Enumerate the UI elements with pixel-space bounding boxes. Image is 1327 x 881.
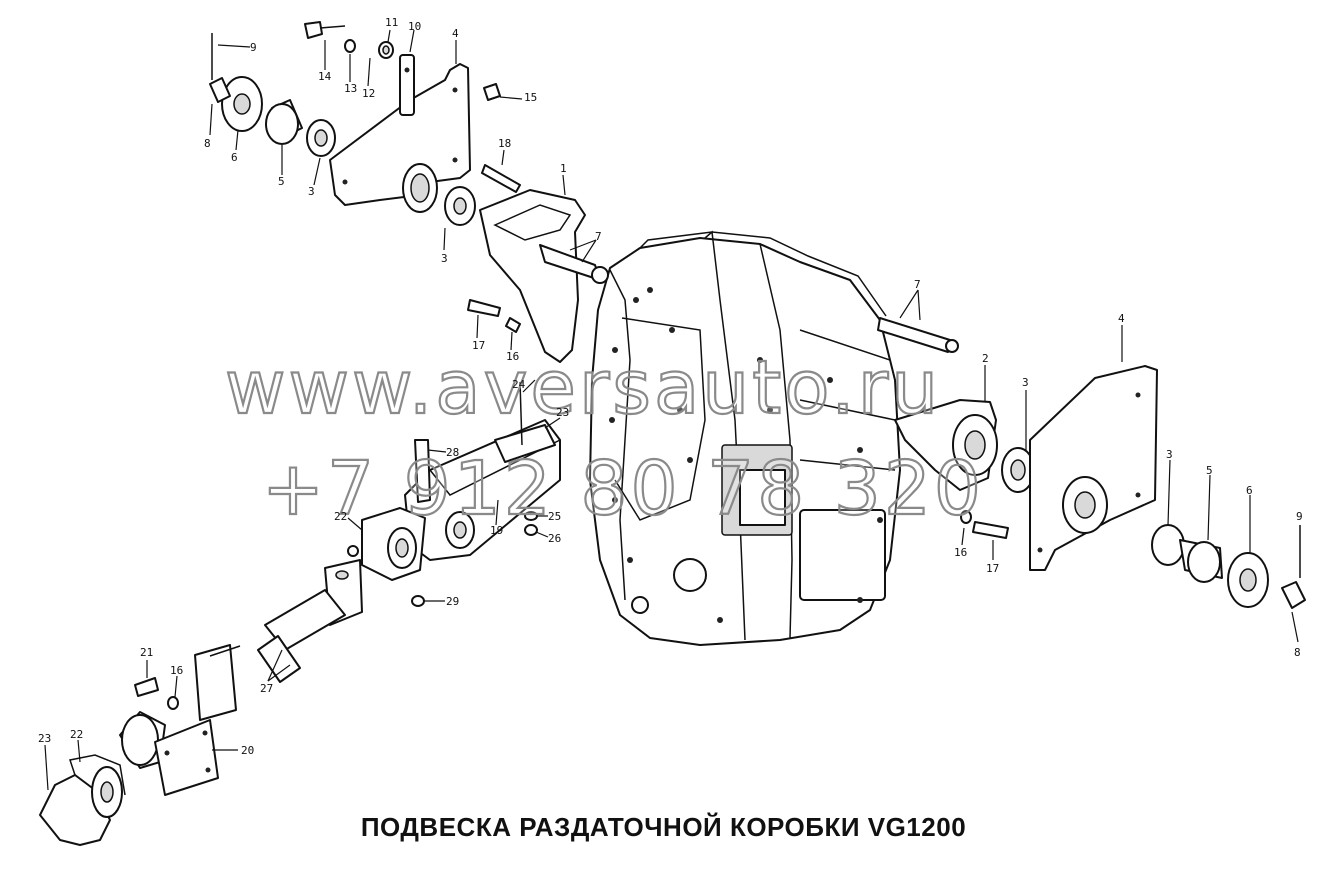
watermark: www.aversauto.ru +7 912 80 78 320	[224, 344, 984, 533]
part-label-5: 5	[278, 175, 285, 188]
part-label-16: 16	[954, 546, 967, 559]
part-label-20: 20	[241, 744, 254, 757]
part-label-8: 8	[204, 137, 211, 150]
part-label-22: 22	[70, 728, 83, 741]
part-label-7: 7	[914, 278, 921, 291]
part-label-6: 6	[231, 151, 238, 164]
part-label-16: 16	[170, 664, 183, 677]
part-label-15: 15	[524, 91, 537, 104]
part-label-6: 6	[1246, 484, 1253, 497]
leader-lines	[44, 29, 1299, 791]
part-label-18: 18	[498, 137, 511, 150]
part-label-12: 12	[362, 87, 375, 100]
part-label-29: 29	[446, 595, 459, 608]
transfer-case-housing	[589, 230, 901, 646]
part-label-3: 3	[1166, 448, 1173, 461]
part-label-24: 24	[512, 378, 526, 391]
part-label-25: 25	[548, 510, 561, 523]
part-label-7: 7	[595, 230, 602, 243]
part-number-labels: 9 11 10 4 14 13 12 15 8 6 5 3 3 18 1 7 1…	[38, 16, 1303, 757]
part-label-3: 3	[1022, 376, 1029, 389]
watermark-line-2: +7 912 80 78 320	[262, 446, 984, 532]
support-tube-assembly	[39, 559, 363, 846]
part-label-3: 3	[308, 185, 315, 198]
part-label-8: 8	[1294, 646, 1301, 659]
part-label-28: 28	[446, 446, 459, 459]
cross-member-assembly	[361, 381, 561, 607]
part-label-17: 17	[472, 339, 485, 352]
part-label-3: 3	[441, 252, 448, 265]
left-mount-bracket	[329, 54, 471, 213]
part-label-22: 22	[334, 510, 347, 523]
watermark-line-1: www.aversauto.ru	[225, 345, 941, 431]
part-label-2: 2	[982, 352, 989, 365]
part-label-27: 27	[260, 682, 273, 695]
part-label-23: 23	[556, 406, 569, 419]
right-mount-bracket	[877, 317, 1306, 609]
part-label-26: 26	[548, 532, 561, 545]
part-label-5: 5	[1206, 464, 1213, 477]
part-label-17: 17	[986, 562, 999, 575]
part-label-1: 1	[560, 162, 567, 175]
part-label-19: 19	[490, 524, 503, 537]
part-label-16: 16	[506, 350, 519, 363]
part-label-10: 10	[408, 20, 421, 33]
part-label-4: 4	[1118, 312, 1125, 325]
part-label-14: 14	[318, 70, 332, 83]
diagram-caption: ПОДВЕСКА РАЗДАТОЧНОЙ КОРОБКИ VG1200	[360, 812, 967, 842]
bushing-set-top-left	[209, 21, 501, 226]
part-label-21: 21	[140, 646, 153, 659]
part-label-4: 4	[452, 27, 459, 40]
part-label-23: 23	[38, 732, 51, 745]
part-label-11: 11	[385, 16, 398, 29]
part-label-9: 9	[250, 41, 257, 54]
part-label-9: 9	[1296, 510, 1303, 523]
upper-support-bracket	[347, 164, 609, 557]
part-label-13: 13	[344, 82, 357, 95]
